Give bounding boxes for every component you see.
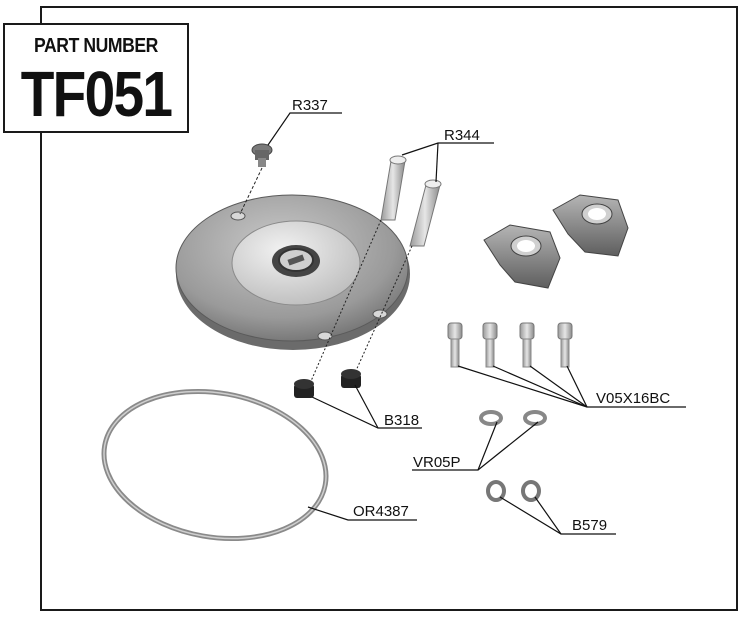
- leader-lines: [267, 112, 686, 535]
- washer-b579-b: [521, 480, 541, 502]
- part-number-box: PART NUMBER TF051: [3, 23, 189, 133]
- callout-or4387: OR4387: [353, 503, 409, 520]
- callout-b318: B318: [384, 412, 419, 429]
- bolt-v05x16bc-4: [557, 322, 573, 368]
- bolt-v05x16bc-2: [482, 322, 498, 368]
- leader-dashed-r337: [239, 167, 263, 215]
- callout-vr05p: VR05P: [413, 454, 461, 471]
- cover-flange: [175, 194, 410, 350]
- leader-dashed-r344-b: [349, 245, 413, 385]
- screw-r337: [251, 143, 273, 167]
- nut-b318-b: [341, 369, 361, 388]
- pin-r344-b: [409, 179, 442, 247]
- callout-v05x16bc: V05X16BC: [596, 390, 670, 407]
- pin-r344-a: [380, 155, 407, 221]
- callout-r337: R337: [292, 97, 328, 114]
- bolt-v05x16bc-1: [447, 322, 463, 368]
- washer-vr05p-b: [523, 410, 547, 426]
- washer-b579-a: [486, 480, 506, 502]
- part-number-label: PART NUMBER: [34, 35, 158, 57]
- o-ring-or4387: [101, 388, 329, 542]
- clamp-right: [552, 194, 629, 257]
- bolt-v05x16bc-3: [519, 322, 535, 368]
- leader-dashed-r344-a: [307, 219, 382, 389]
- callout-r344: R344: [444, 127, 480, 144]
- part-number-value: TF051: [20, 58, 173, 130]
- washer-vr05p-a: [479, 410, 503, 426]
- callout-b579: B579: [572, 517, 607, 534]
- clamp-left: [483, 224, 561, 289]
- nut-b318-a: [294, 379, 314, 398]
